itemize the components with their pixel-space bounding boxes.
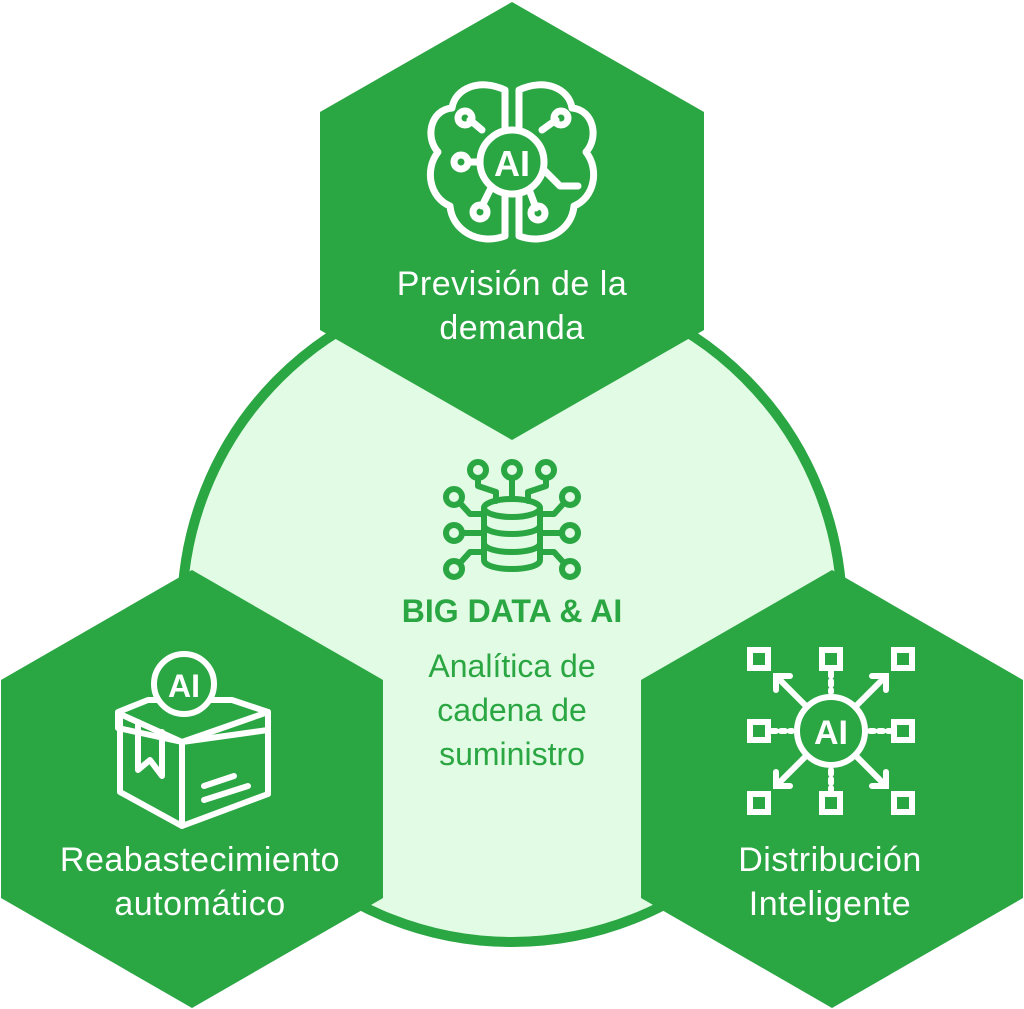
hex-left: [1, 570, 383, 1008]
node-label-demand-forecast: Previsión de la demanda: [322, 262, 702, 350]
center-title: BIG DATA & AI: [401, 593, 623, 629]
ai-box-icon: [115, 651, 271, 829]
center-subtitle-line: cadena de: [437, 692, 587, 728]
center-subtitle-line: suministro: [439, 736, 585, 772]
node-label-auto-replenishment: Reabastecimiento automático: [10, 838, 390, 926]
node-label-line: Distribución: [738, 841, 922, 879]
ai-distribution-badge: AI: [814, 714, 848, 752]
node-label-line: Previsión de la: [396, 265, 628, 303]
node-label-line: Reabastecimiento: [59, 841, 341, 879]
node-label-line: demanda: [439, 309, 585, 347]
ai-brain-badge: AI: [494, 143, 530, 184]
ai-box-badge: AI: [168, 668, 200, 704]
database-network-icon: [443, 459, 581, 580]
center-subtitle: Analítica de cadena de suministro: [312, 644, 712, 776]
node-label-line: automático: [114, 885, 286, 923]
center-subtitle-line: Analítica de: [428, 648, 596, 684]
ai-brain-icon: [426, 81, 598, 243]
node-label-smart-distribution: Distribución Inteligente: [640, 838, 1020, 926]
hex-top: [320, 2, 704, 440]
ai-distribution-icon: [747, 647, 915, 815]
node-label-line: Inteligente: [748, 885, 912, 923]
